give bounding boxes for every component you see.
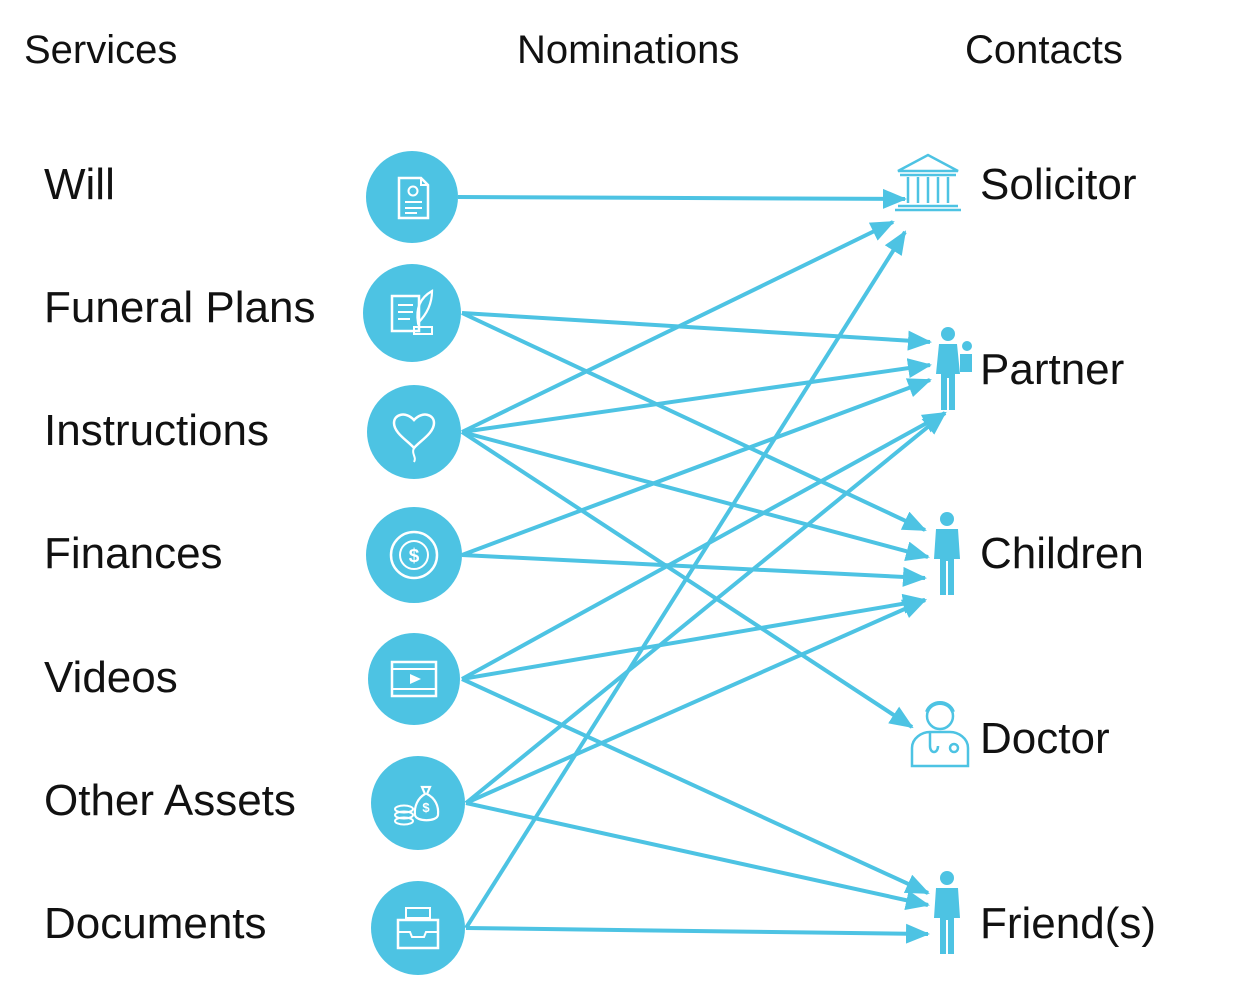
person-icon bbox=[934, 512, 960, 595]
heart-balloon-icon[interactable] bbox=[367, 385, 461, 479]
link-arrows bbox=[457, 188, 947, 944]
service-label-funeral-plans: Funeral Plans bbox=[44, 283, 316, 332]
contact-label-partner: Partner bbox=[980, 345, 1125, 394]
will-document-icon[interactable] bbox=[366, 151, 458, 243]
link-instructions-to-children bbox=[461, 430, 930, 561]
service-label-finances: Finances bbox=[44, 529, 223, 578]
service-label-documents: Documents bbox=[44, 899, 267, 948]
link-documents-to-friend-s bbox=[465, 923, 930, 944]
svg-text:$: $ bbox=[422, 800, 430, 815]
courthouse-icon bbox=[895, 153, 961, 212]
contact-label-friends: Friend(s) bbox=[980, 899, 1157, 948]
service-label-will: Will bbox=[44, 160, 115, 209]
service-label-instructions: Instructions bbox=[44, 406, 269, 455]
money-bag-coins-icon[interactable]: $ bbox=[371, 756, 465, 850]
link-finances-to-partner bbox=[461, 378, 932, 557]
person-icon bbox=[934, 871, 960, 954]
link-funeral-plans-to-partner bbox=[461, 311, 932, 351]
video-film-icon[interactable] bbox=[368, 633, 460, 725]
parent-with-child-icon bbox=[936, 327, 972, 410]
link-other-assets-to-children bbox=[465, 598, 927, 805]
funeral-plan-icon[interactable] bbox=[363, 264, 461, 362]
dollar-target-icon[interactable]: $ bbox=[366, 507, 462, 603]
link-other-assets-to-friend-s bbox=[465, 801, 930, 911]
link-videos-to-partner bbox=[461, 411, 947, 681]
link-other-assets-to-partner bbox=[464, 411, 947, 805]
svg-text:$: $ bbox=[409, 546, 420, 567]
link-videos-to-friend-s bbox=[461, 677, 930, 895]
link-documents-to-solicitor bbox=[464, 230, 907, 930]
link-instructions-to-partner bbox=[461, 358, 932, 434]
contact-label-solicitor: Solicitor bbox=[980, 160, 1137, 209]
file-tray-icon[interactable] bbox=[371, 881, 465, 975]
link-instructions-to-solicitor bbox=[461, 220, 895, 434]
contact-label-children: Children bbox=[980, 529, 1144, 578]
services-heading: Services bbox=[24, 28, 178, 72]
doctor-icon bbox=[910, 701, 970, 768]
link-videos-to-children bbox=[461, 593, 927, 681]
contacts-heading: Contacts bbox=[965, 28, 1123, 72]
service-label-other-assets: Other Assets bbox=[44, 776, 296, 825]
link-will-to-solicitor bbox=[457, 188, 907, 209]
service-label-videos: Videos bbox=[44, 653, 178, 702]
contact-label-doctor: Doctor bbox=[980, 714, 1110, 763]
nominations-heading: Nominations bbox=[517, 28, 740, 72]
